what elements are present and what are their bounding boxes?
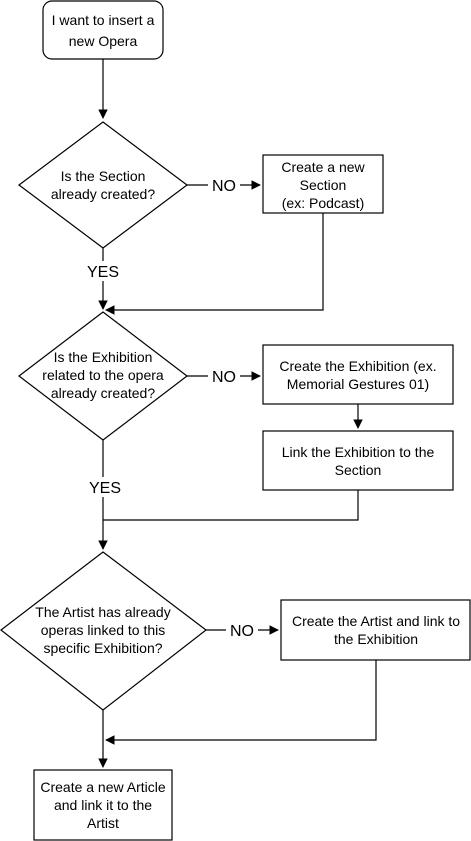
node-link-exhibition-line-2: Section: [335, 462, 382, 478]
node-decision-exhibition: Is the Exhibition related to the opera a…: [18, 311, 188, 441]
node-create-artist: Create the Artist and link to the Exhibi…: [280, 599, 471, 661]
edge-label-exhibition-yes: YES: [89, 480, 121, 497]
node-decision-artist-line-3: specific Exhibition?: [43, 640, 162, 656]
node-start-line-1: I want to insert a: [52, 12, 155, 28]
node-decision-exhibition-line-2: related to the opera: [42, 367, 164, 383]
node-start: I want to insert a new Opera: [42, 0, 164, 60]
node-create-section: Create a new Section (ex: Podcast): [262, 154, 384, 214]
node-decision-artist-line-1: The Artist has already: [35, 604, 170, 620]
edge-create-artist-return: [105, 660, 377, 745]
node-create-article-line-2: and link it to the: [54, 797, 152, 813]
node-create-article-line-1: Create a new Article: [40, 779, 165, 795]
node-create-article-line-3: Artist: [87, 815, 119, 831]
edge-label-section-yes: YES: [87, 264, 119, 281]
edge-link-exhibition-return: [103, 490, 359, 521]
node-decision-section: Is the Section already created?: [18, 121, 188, 249]
edge-labels: NO YES NO YES NO: [84, 175, 258, 640]
edge-label-exhibition-no: NO: [212, 369, 236, 386]
node-decision-artist: The Artist has already operas linked to …: [0, 551, 207, 711]
edge-label-artist-no: NO: [230, 623, 254, 640]
node-create-section-line-2: Section: [300, 177, 347, 193]
node-create-article: Create a new Article and link it to the …: [33, 769, 173, 841]
node-create-artist-line-1: Create the Artist and link to: [292, 613, 460, 629]
node-decision-exhibition-line-3: already created?: [51, 385, 156, 401]
node-decision-section-line-2: already created?: [51, 186, 156, 202]
node-decision-exhibition-line-1: Is the Exhibition: [54, 349, 153, 365]
edge-label-section-no: NO: [212, 178, 236, 195]
node-decision-section-line-1: Is the Section: [61, 168, 146, 184]
node-create-artist-line-2: the Exhibition: [334, 631, 418, 647]
node-create-section-line-3: (ex: Podcast): [282, 195, 364, 211]
node-start-line-2: new Opera: [69, 33, 138, 49]
node-create-exhibition-line-1: Create the Exhibition (ex.: [279, 358, 436, 374]
edge-create-section-return: [105, 213, 324, 315]
node-link-exhibition: Link the Exhibition to the Section: [262, 430, 454, 491]
node-create-exhibition-line-2: Memorial Gestures 01): [287, 376, 429, 392]
node-link-exhibition-line-1: Link the Exhibition to the: [282, 444, 435, 460]
node-create-exhibition: Create the Exhibition (ex. Memorial Gest…: [262, 344, 454, 405]
node-decision-artist-line-2: operas linked to this: [41, 622, 166, 638]
node-create-section-line-1: Create a new: [281, 159, 365, 175]
